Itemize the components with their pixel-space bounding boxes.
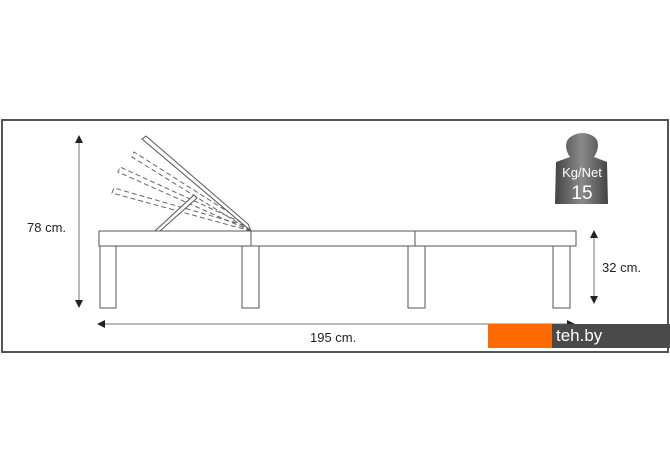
arrow-up-icon [75, 135, 83, 143]
frame [1, 119, 669, 353]
backrest-support [153, 194, 198, 232]
weight-icon: Kg/Net 15 [555, 133, 608, 204]
arrow-down-icon [75, 300, 83, 308]
weight-unit: Kg/Net [562, 165, 602, 180]
leg [241, 245, 260, 309]
watermark-text: teh.by [552, 324, 670, 348]
arrow-up-icon [590, 230, 598, 238]
seat-section-foot [414, 230, 577, 247]
watermark-orange [488, 324, 552, 348]
backrest-positions [111, 151, 252, 232]
leg [407, 245, 426, 309]
seat-section-middle [250, 230, 416, 247]
watermark: teh.by [488, 324, 670, 348]
arrow-down-icon [590, 296, 598, 304]
leg [99, 245, 117, 309]
length-label: 195 cm. [310, 330, 356, 345]
seat-section-head [98, 230, 252, 247]
weight-value: 15 [571, 183, 592, 204]
height-label: 78 cm. [27, 220, 66, 235]
backrest [141, 135, 252, 232]
arrow-left-icon [97, 320, 105, 328]
seat-height-label: 32 cm. [602, 260, 641, 275]
lounger [98, 135, 577, 309]
leg [552, 245, 571, 309]
